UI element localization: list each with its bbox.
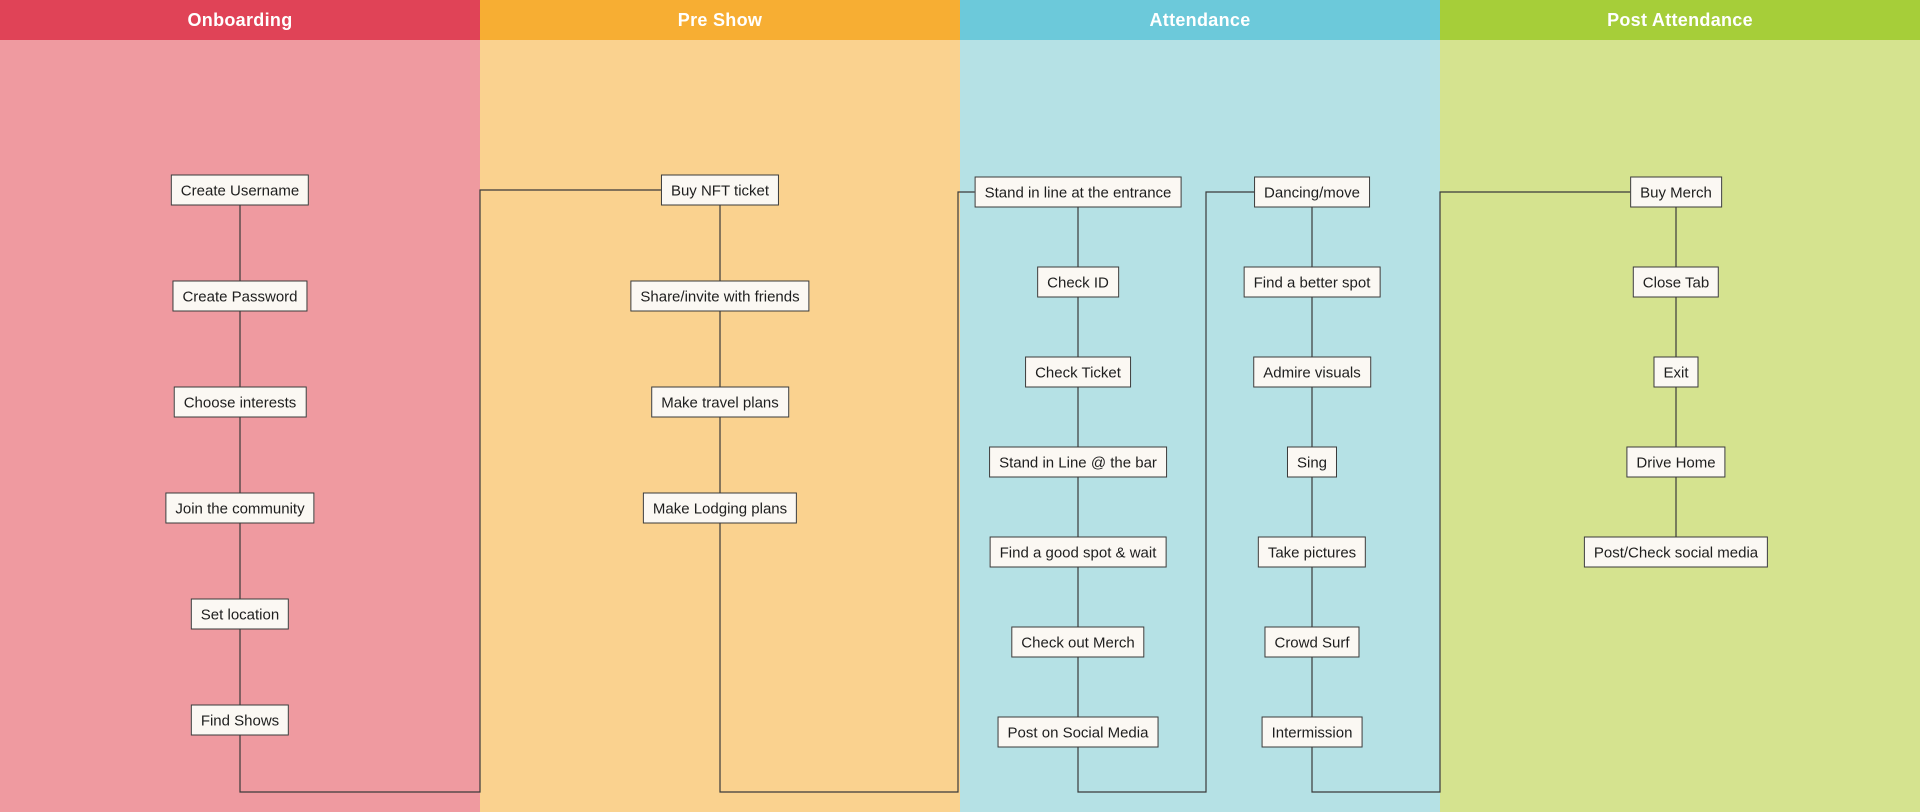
lane-header-onboarding: Onboarding — [0, 0, 480, 40]
step-check-ticket: Check Ticket — [1025, 356, 1131, 388]
step-set-location: Set location — [190, 598, 290, 630]
lane-header-attendance: Attendance — [960, 0, 1440, 40]
step-post-social: Post on Social Media — [997, 716, 1159, 748]
step-take-pictures: Take pictures — [1257, 536, 1367, 568]
lane-header-post-attendance: Post Attendance — [1440, 0, 1920, 40]
step-post-check-social: Post/Check social media — [1583, 536, 1769, 568]
step-buy-nft-ticket: Buy NFT ticket — [660, 174, 780, 206]
step-entrance-line: Stand in line at the entrance — [974, 176, 1182, 208]
step-share-invite: Share/invite with friends — [630, 280, 810, 312]
step-create-username: Create Username — [170, 174, 310, 206]
step-find-shows: Find Shows — [190, 704, 290, 736]
lane-post-attendance: Post Attendance — [1440, 0, 1920, 812]
step-create-password: Create Password — [172, 280, 308, 312]
lane-attendance: Attendance — [960, 0, 1440, 812]
step-drive-home: Drive Home — [1626, 446, 1726, 478]
step-choose-interests: Choose interests — [173, 386, 307, 418]
step-crowd-surf: Crowd Surf — [1264, 626, 1360, 658]
step-better-spot: Find a better spot — [1243, 266, 1381, 298]
step-admire-visuals: Admire visuals — [1253, 356, 1371, 388]
step-exit: Exit — [1653, 356, 1699, 388]
step-good-spot: Find a good spot & wait — [989, 536, 1167, 568]
step-close-tab: Close Tab — [1632, 266, 1720, 298]
step-sing: Sing — [1286, 446, 1338, 478]
step-intermission: Intermission — [1261, 716, 1363, 748]
lane-header-pre-show: Pre Show — [480, 0, 960, 40]
step-travel-plans: Make travel plans — [651, 386, 789, 418]
step-join-community: Join the community — [165, 492, 315, 524]
step-dancing: Dancing/move — [1254, 176, 1370, 208]
step-buy-merch: Buy Merch — [1630, 176, 1722, 208]
step-check-merch: Check out Merch — [1011, 626, 1145, 658]
step-check-id: Check ID — [1037, 266, 1119, 298]
step-lodging-plans: Make Lodging plans — [642, 492, 798, 524]
step-bar-line: Stand in Line @ the bar — [989, 446, 1167, 478]
